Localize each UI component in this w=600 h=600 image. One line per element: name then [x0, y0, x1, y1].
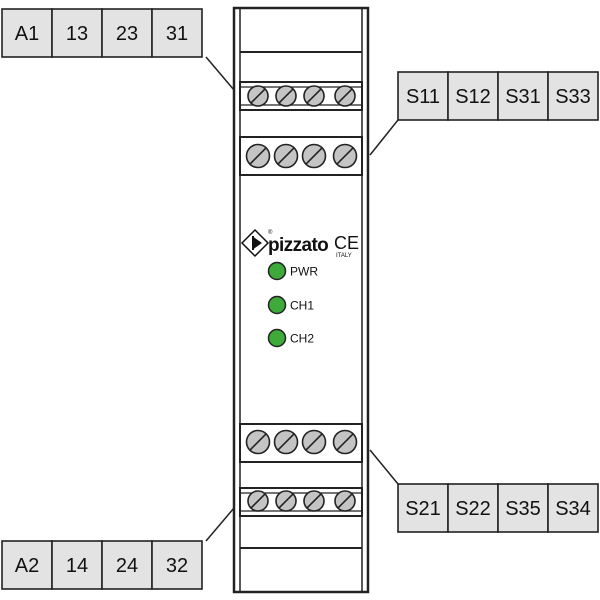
terminal-screw-icon: [301, 143, 327, 169]
terminal-label-box: [447, 483, 499, 533]
terminal-labels-bottom-right: S21 S22 S35 S34: [397, 483, 599, 533]
terminal-label: S11: [406, 86, 440, 108]
screw-row-top-2: [245, 143, 358, 169]
led-indicator-icon: [267, 295, 287, 315]
terminal-label: A2: [15, 555, 39, 577]
led-ch2: CH2: [267, 328, 314, 348]
brand-logo: ® pizzato CE ITALY: [240, 228, 359, 259]
pizzato-logo-icon: ®: [240, 228, 273, 258]
terminal-screw-icon: [332, 143, 358, 169]
led-label: CH2: [290, 332, 314, 346]
terminal-screw-icon: [303, 490, 325, 512]
terminal-label: 13: [66, 23, 88, 45]
leader-top-left: [205, 56, 235, 91]
led-ch1: CH1: [267, 295, 314, 315]
terminal-label-box: [101, 8, 153, 58]
terminal-label: S34: [555, 498, 591, 520]
terminal-label: 31: [166, 23, 188, 45]
screw-row-bottom-2: [247, 490, 356, 512]
terminal-label: 32: [166, 555, 188, 577]
brand-name: pizzato: [268, 235, 328, 256]
screw-row-top-1: [247, 85, 356, 107]
terminal-label-box: [101, 540, 153, 590]
terminal-label: 14: [66, 555, 88, 577]
terminal-label: S31: [505, 86, 541, 108]
terminal-label-box: [497, 483, 549, 533]
terminal-label: A1: [15, 23, 39, 45]
screw-row-bottom-1: [245, 429, 358, 455]
terminal-label-box: [151, 540, 203, 590]
terminal-label: S21: [405, 498, 441, 520]
led-indicator-icon: [267, 328, 287, 348]
ce-mark: CE: [334, 233, 359, 253]
terminal-label-box: [447, 71, 499, 121]
terminal-label-box: [1, 8, 53, 58]
led-label: CH1: [290, 299, 314, 313]
led-indicator-icon: [267, 261, 287, 281]
terminal-label-box: [51, 8, 103, 58]
terminal-screw-icon: [334, 85, 356, 107]
terminal-labels-top-right: S11 S12 S31 S33: [397, 71, 599, 121]
terminal-screw-icon: [245, 143, 271, 169]
terminal-labels-bottom-left: A2 14 24 32: [1, 540, 203, 590]
terminal-label: 23: [116, 23, 138, 45]
terminal-label-box: [547, 71, 599, 121]
terminal-screw-icon: [273, 143, 299, 169]
leader-top-right: [369, 119, 399, 156]
terminal-label-box: [497, 71, 549, 121]
terminal-label: S35: [505, 498, 541, 520]
terminal-screw-icon: [301, 429, 327, 455]
terminal-screw-icon: [247, 490, 269, 512]
terminal-label-box: [151, 8, 203, 58]
leader-bottom-left: [205, 507, 235, 542]
country-label: ITALY: [336, 253, 352, 259]
terminal-label: S22: [455, 498, 491, 520]
leader-bottom-right: [369, 449, 399, 485]
terminal-screw-icon: [247, 85, 269, 107]
terminal-labels-top-left: A1 13 23 31: [1, 8, 203, 58]
led-pwr: PWR: [267, 261, 318, 281]
led-label: PWR: [290, 265, 318, 279]
terminal-label: 24: [116, 555, 138, 577]
terminal-label-box: [547, 483, 599, 533]
terminal-label: S12: [455, 86, 491, 108]
leader-lines: [205, 56, 399, 542]
terminal-screw-icon: [273, 429, 299, 455]
terminal-screw-icon: [303, 85, 325, 107]
terminal-screw-icon: [245, 429, 271, 455]
terminal-label: S33: [555, 86, 591, 108]
terminal-label-box: [397, 483, 449, 533]
terminal-screw-icon: [275, 85, 297, 107]
terminal-screw-icon: [334, 490, 356, 512]
svg-text:®: ®: [268, 229, 273, 236]
terminal-screw-icon: [332, 429, 358, 455]
terminal-screw-icon: [275, 490, 297, 512]
